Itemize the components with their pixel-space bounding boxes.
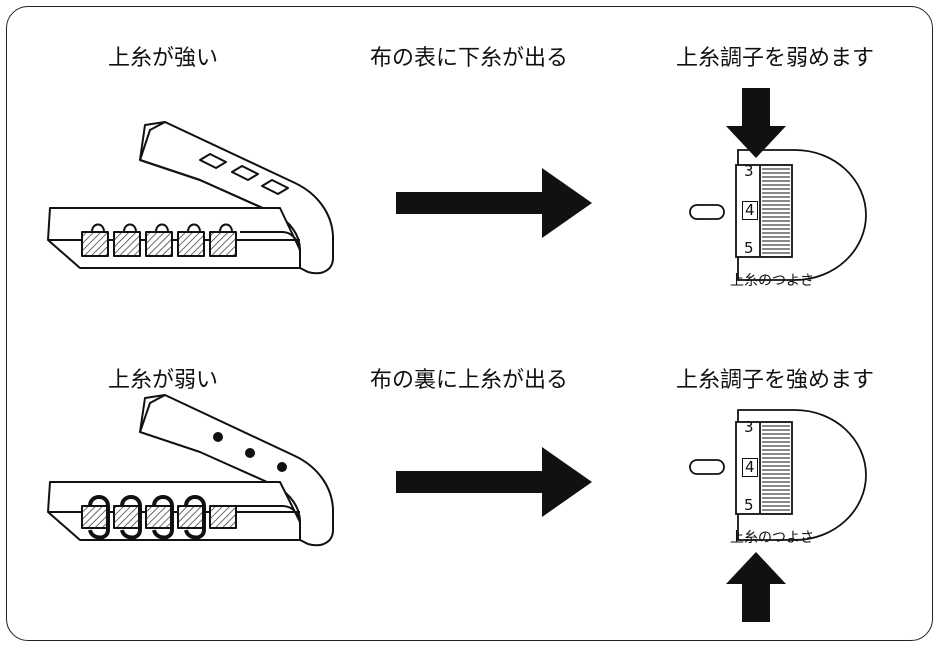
dial-number-current: 4 bbox=[742, 201, 758, 220]
arrow-right-icon bbox=[396, 447, 592, 517]
dial-number-top: 3 bbox=[744, 162, 754, 180]
dial-caption: 上糸のつよさ bbox=[730, 273, 814, 289]
dial-caption: 上糸のつよさ bbox=[730, 530, 814, 546]
diagram-frame bbox=[6, 6, 933, 641]
tension-dial-loosen bbox=[689, 149, 867, 281]
symptom-label-loose: 布の裏に上糸が出る bbox=[370, 368, 569, 393]
action-label-tighten: 上糸調子を強めます bbox=[676, 368, 875, 393]
dial-number-current: 4 bbox=[742, 458, 758, 477]
fabric-cross-section-tight bbox=[47, 121, 334, 275]
arrow-right-icon bbox=[396, 168, 592, 238]
symptom-label-tight: 布の表に下糸が出る bbox=[370, 46, 569, 71]
dial-number-bottom: 5 bbox=[744, 239, 754, 257]
condition-label-loose: 上糸が弱い bbox=[108, 368, 219, 393]
action-label-loosen: 上糸調子を弱めます bbox=[676, 46, 875, 71]
arrow-up-icon bbox=[726, 552, 786, 622]
dial-number-bottom: 5 bbox=[744, 496, 754, 514]
condition-label-tight: 上糸が強い bbox=[108, 46, 219, 71]
dial-number-top: 3 bbox=[744, 418, 754, 436]
arrow-down-icon bbox=[726, 88, 786, 158]
fabric-cross-section-loose bbox=[47, 394, 334, 547]
